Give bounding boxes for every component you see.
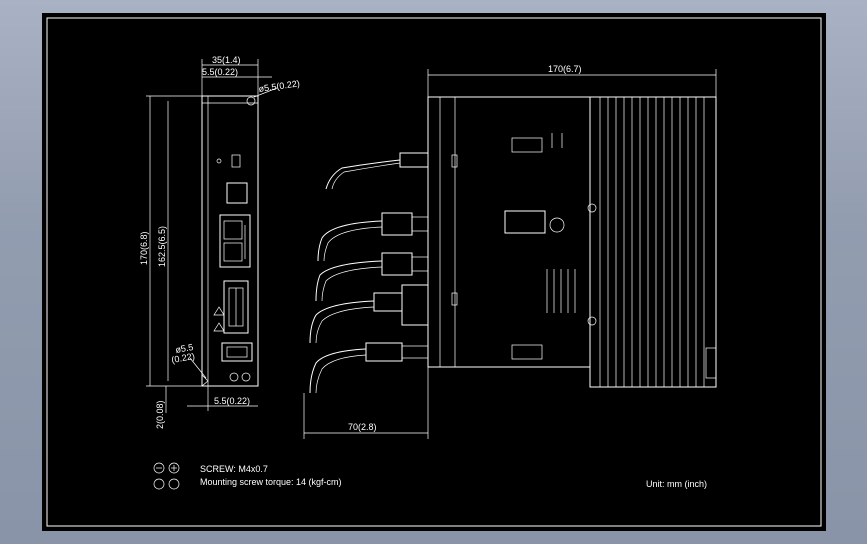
cad-drawing: 35(1.4) 5.5(0.22) ø5.5(0.22) 170(6.8) 16…: [46, 17, 822, 527]
dim-cable-label: 70(2.8): [348, 422, 377, 432]
label-window-bottom: [511, 344, 543, 360]
ground-screw-2: [241, 372, 251, 382]
label-window-mid: [504, 210, 546, 234]
warning-icon-2: [213, 322, 225, 332]
cable-assembly: [309, 152, 429, 394]
dim-top-hole-label: ø5.5(0.22): [258, 78, 301, 94]
dim-bottom-gap-label: 2(0.08): [155, 400, 165, 429]
dim-bottom-hole-label-b: (0.22): [171, 351, 196, 365]
connector-5: [365, 342, 403, 362]
note-screw: SCREW: M4x0.7: [200, 464, 268, 474]
drawing-sheet: 35(1.4) 5.5(0.22) ø5.5(0.22) 170(6.8) 16…: [42, 13, 826, 531]
round-port: [549, 217, 565, 233]
dim-height-label: 170(6.8): [139, 231, 149, 265]
network-port-block: [219, 214, 251, 268]
connector-2: [381, 212, 413, 236]
dim-bottom-offset-label: 5.5(0.22): [214, 396, 250, 406]
front-body: [201, 95, 259, 387]
ground-screw-1: [229, 372, 239, 382]
side-view: [309, 96, 717, 394]
usb-port: [231, 154, 241, 168]
front-view-dimensions: 35(1.4) 5.5(0.22) ø5.5(0.22) 170(6.8) 16…: [139, 55, 300, 429]
connector-3: [381, 252, 413, 276]
notes: SCREW: M4x0.7 Mounting screw torque: 14 …: [153, 462, 707, 490]
heat-sink-fins: [599, 97, 705, 387]
vent-slots: [546, 133, 576, 313]
power-connector: [221, 342, 253, 362]
dim-inner-height-label: 162.5(6.5): [157, 226, 167, 267]
dim-bottom-hole-label-a: ø5.5: [175, 342, 194, 355]
dim-top-offset-label: 5.5(0.22): [202, 67, 238, 77]
side-housing: [427, 96, 591, 368]
io-connector: [223, 280, 249, 334]
side-view-dimensions: 170(6.7) 70(2.8): [303, 64, 717, 439]
screw-icon-2: [168, 462, 180, 474]
dim-depth-label: 170(6.7): [548, 64, 582, 74]
screw-icon-4: [168, 478, 180, 490]
dim-width-label: 35(1.4): [212, 55, 241, 65]
note-unit: Unit: mm (inch): [646, 479, 707, 489]
top-mount-hole: [246, 96, 256, 106]
connector-1: [399, 152, 429, 168]
note-torque: Mounting screw torque: 14 (kgf-cm): [200, 477, 342, 487]
heat-sink: [589, 96, 717, 388]
connector-4: [373, 292, 403, 312]
front-view: [201, 95, 259, 387]
screw-icon-3: [153, 478, 165, 490]
label-window-top: [511, 137, 543, 153]
display-window: [226, 182, 248, 204]
screw-icon-1: [153, 462, 165, 474]
sheet-border: [46, 17, 822, 527]
warning-icon: [213, 306, 225, 316]
